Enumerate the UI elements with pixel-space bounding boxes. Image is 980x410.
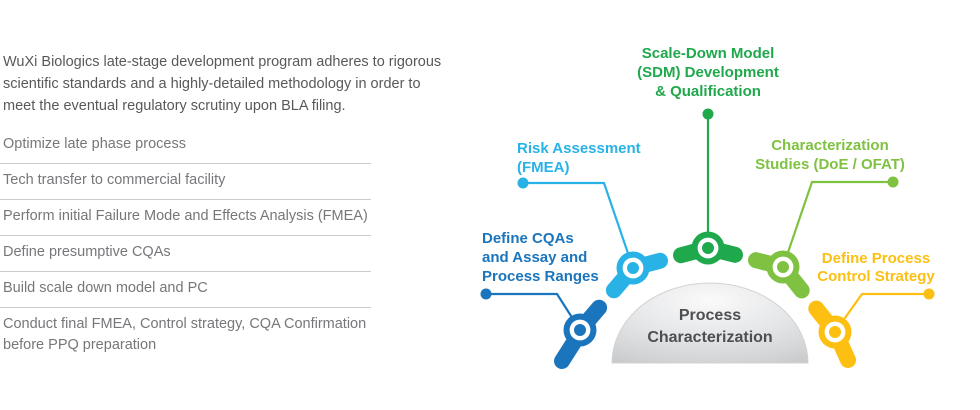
connector-sdm-development (702, 108, 714, 248)
step-text: Build scale down model and PC (3, 280, 208, 296)
list-item: Build scale down model and PC (0, 272, 371, 308)
step-text: Optimize late phase process (3, 136, 186, 152)
intro-line: WuXi Biologics late-stage development pr… (3, 54, 442, 70)
step-text: Perform initial Failure Mode and Effects… (3, 208, 368, 224)
dome (611, 282, 809, 364)
label-control-strategy: Define Process Control Strategy (776, 250, 976, 285)
connector-risk-assessment (517, 177, 635, 269)
label-line: Characterization (771, 137, 889, 154)
step-text: Tech transfer to commercial facility (3, 172, 226, 188)
step-text: Define presumptive CQAs (3, 244, 171, 260)
label-line: (SDM) Development (637, 64, 779, 81)
node-characterization-studies (766, 250, 800, 284)
list-item: Define presumptive CQAs (0, 236, 371, 272)
list-item: Tech transfer to commercial facility (0, 164, 371, 200)
label-line: and Assay and (482, 249, 588, 266)
dot-risk-assessment (517, 177, 529, 189)
step-text: before PPQ preparation (3, 337, 157, 353)
list-item: Conduct final FMEA, Control strategy, CQ… (0, 308, 371, 364)
dot-characterization-studies (887, 176, 899, 188)
node-sdm-development (691, 231, 725, 265)
label-line: Define CQAs (482, 230, 574, 247)
intro-line: scientific standards and a highly-detail… (3, 76, 421, 92)
label-line: Scale-Down Model (641, 45, 775, 62)
list-item: Optimize late phase process (0, 128, 371, 164)
dome-title-line: Characterization (647, 329, 773, 346)
process-steps-list: Optimize late phase process Tech transfe… (0, 128, 371, 364)
dot-sdm-development (702, 108, 714, 120)
label-sdm-development: Scale-Down Model (SDM) Development & Qua… (588, 44, 828, 101)
dot-control-strategy (923, 288, 935, 300)
label-line: Process Ranges (482, 268, 599, 285)
label-line: (FMEA) (517, 159, 570, 176)
label-define-cqas: Define CQAs and Assay and Process Ranges (482, 229, 599, 286)
node-control-strategy (818, 315, 852, 349)
dome-title: Process Characterization (610, 305, 810, 349)
dot-define-cqas (480, 288, 492, 300)
node-define-cqas (563, 313, 597, 347)
label-risk-assessment: Risk Assessment (FMEA) (517, 139, 641, 177)
dome-title-line: Process (678, 307, 742, 324)
process-characterization-diagram (480, 108, 935, 369)
intro-line: meet the eventual regulatory scrutiny up… (3, 98, 346, 114)
label-line: Define Process (821, 250, 931, 267)
intro-paragraph: WuXi Biologics late-stage development pr… (3, 51, 473, 117)
label-line: Risk Assessment (517, 140, 641, 157)
label-characterization-studies: Characterization Studies (DoE / OFAT) (710, 136, 950, 174)
label-line: Studies (DoE / OFAT) (755, 156, 905, 173)
node-risk-assessment (616, 251, 650, 285)
label-line: & Qualification (655, 83, 761, 100)
list-item: Perform initial Failure Mode and Effects… (0, 200, 371, 236)
label-line: Control Strategy (817, 267, 935, 285)
connector-characterization-studies (781, 176, 899, 268)
step-text: Conduct final FMEA, Control strategy, CQ… (3, 316, 367, 332)
